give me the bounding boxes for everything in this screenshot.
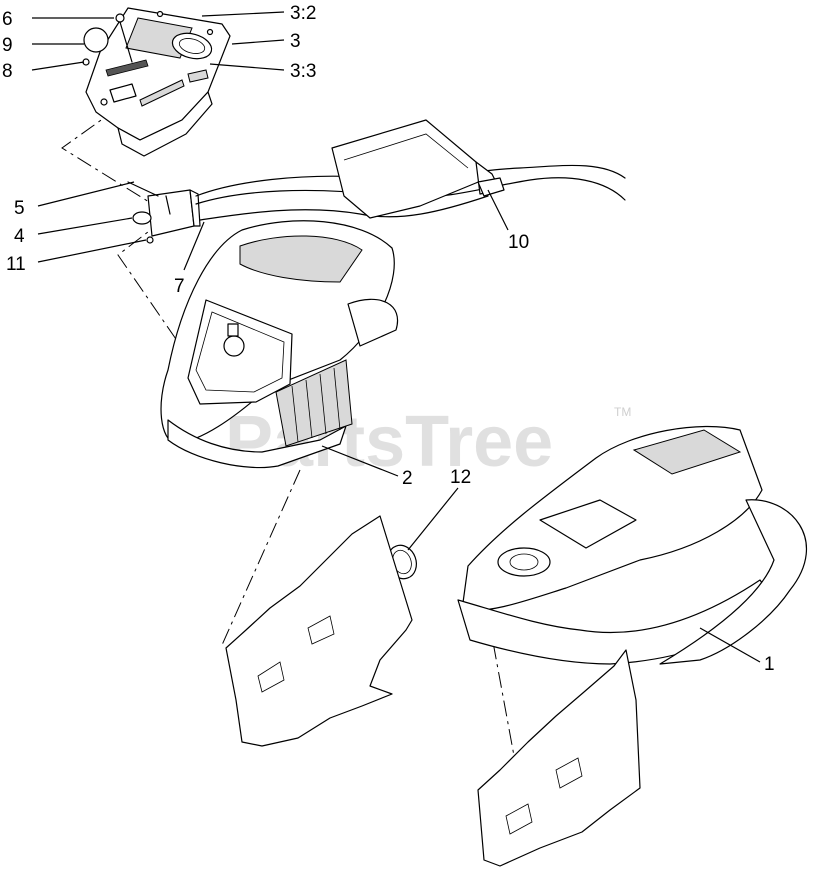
control-panel-part[interactable] xyxy=(85,7,231,157)
callout-labels: 6 9 8 3:2 3 3:3 5 4 11 7 10 2 12 1 xyxy=(2,3,775,675)
leader-lines xyxy=(31,11,761,663)
watermark-trademark: TM xyxy=(614,405,631,419)
switch-assembly-part[interactable] xyxy=(127,181,201,244)
callout-3-3: 3:3 xyxy=(290,61,316,82)
knob-part[interactable] xyxy=(83,27,109,53)
right-side-panel[interactable] xyxy=(477,649,641,867)
left-side-panel[interactable] xyxy=(225,515,413,747)
rear-console-part[interactable] xyxy=(160,220,399,469)
callout-2: 2 xyxy=(402,468,413,489)
callout-10: 10 xyxy=(508,232,529,253)
ball-part[interactable] xyxy=(115,13,133,63)
callout-6: 6 xyxy=(2,9,13,30)
callout-8: 8 xyxy=(2,61,13,82)
callout-3-2: 3:2 xyxy=(290,3,316,24)
callout-3: 3 xyxy=(290,31,301,52)
callout-7: 7 xyxy=(174,276,185,297)
callout-5: 5 xyxy=(14,198,25,219)
callout-4: 4 xyxy=(14,226,25,247)
watermark-text: PartsTree xyxy=(225,402,553,482)
callout-9: 9 xyxy=(2,35,13,56)
tray-bracket-part[interactable] xyxy=(331,119,505,219)
front-console-part[interactable] xyxy=(457,425,808,665)
callout-11: 11 xyxy=(6,254,26,275)
callout-12: 12 xyxy=(450,467,471,488)
callout-1: 1 xyxy=(764,654,775,675)
